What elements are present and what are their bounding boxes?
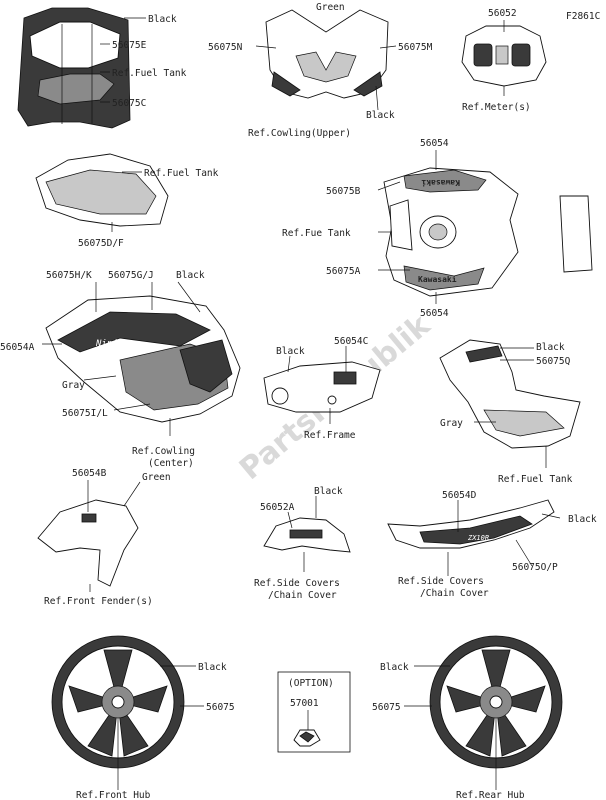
tank-cover-label-56075b: 56075B	[326, 186, 361, 197]
fuel-tank-top-label-56075e: 56075E	[112, 40, 147, 51]
tank-cover-label-56075a: 56075A	[326, 266, 361, 277]
side-cover-right-label-chain: /Chain Cover	[420, 588, 489, 599]
frame-group: 56054C Black Ref.Frame	[263, 336, 381, 441]
side-cover-center-label-chain: /Chain Cover	[268, 590, 337, 601]
side-cover-right-label-ref: Ref.Side Covers	[398, 576, 484, 587]
option-box-label-option: (OPTION)	[288, 678, 334, 689]
rear-wheel-label-56075: 56075	[372, 702, 401, 713]
side-cover-right-label-black: Black	[568, 514, 597, 525]
fuel-tank-top-group: Black 56075E Ref.Fuel Tank 56075C	[17, 7, 187, 129]
side-cover-right-logo: ZX10R	[467, 534, 489, 542]
fuel-tank-top-label-ref: Ref.Fuel Tank	[112, 68, 187, 79]
front-fender-label-green: Green	[142, 472, 171, 483]
cowling-upper-label-green: Green	[316, 2, 345, 13]
seat-cover-label-56075q: 56075Q	[536, 356, 571, 367]
rear-wheel-spokes	[446, 649, 546, 757]
frame-label-black: Black	[276, 346, 305, 357]
frame-label-56054c: 56054C	[334, 336, 368, 347]
cowling-upper-label-black: Black	[366, 110, 395, 121]
seat-cover-label-black: Black	[536, 342, 565, 353]
cowling-center-label-gray: Gray	[62, 380, 85, 391]
side-cover-right-label-56075op: 56075O/P	[512, 562, 558, 573]
cowling-upper-group: Green 56075N 56075M Black Ref.Cowling(Up…	[208, 2, 433, 139]
rear-wheel-group: Black 56075 Ref.Rear Hub	[372, 635, 563, 800]
cowling-upper-label-ref: Ref.Cowling(Upper)	[248, 128, 351, 139]
front-fender-label-56054b: 56054B	[72, 468, 107, 479]
side-cover-right-group: ZX10R 56054D Black 56075O/P Ref.Side Cov…	[387, 490, 597, 599]
front-wheel-label-ref: Ref.Front Hub	[76, 790, 151, 800]
side-cover-center-label-ref: Ref.Side Covers	[254, 578, 340, 589]
front-fender-group: 56054B Green Ref.Front Fender(s)	[37, 468, 171, 607]
fuel-tank-side-label-ref: Ref.Fuel Tank	[144, 168, 219, 179]
option-box	[277, 671, 351, 753]
cowling-center-label-56075hk: 56075H/K	[46, 270, 92, 281]
tank-cover-label-56054-top: 56054	[420, 138, 449, 149]
front-wheel-label-56075: 56075	[206, 702, 235, 713]
front-wheel-group: Black 56075 Ref.Front Hub	[51, 635, 235, 800]
cowling-center-label-center: (Center)	[148, 458, 194, 469]
cowling-center-label-56075il: 56075I/L	[62, 408, 108, 419]
seat-cover-group: Black 56075Q Gray Ref.Fuel Tank	[439, 339, 581, 485]
fuel-tank-top-label-56075c: 56075C	[112, 98, 146, 109]
rear-wheel-label-ref: Ref.Rear Hub	[456, 790, 525, 800]
cowling-upper-label-56075m: 56075M	[398, 42, 433, 53]
option-box-label-57001: 57001	[290, 698, 319, 709]
front-wheel-label-black: Black	[198, 662, 227, 673]
side-cover-center-label-black: Black	[314, 486, 343, 497]
cowling-center-label-ref: Ref.Cowling	[132, 446, 195, 457]
fuel-tank-top-label-black: Black	[148, 14, 177, 25]
cowling-center-label-56075gj: 56075G/J	[108, 270, 154, 281]
front-fender-label-ref: Ref.Front Fender(s)	[44, 596, 153, 607]
figure-code: F2861C	[566, 11, 600, 22]
seat-cover-label-gray: Gray	[440, 418, 463, 429]
rear-wheel-label-black: Black	[380, 662, 409, 673]
seat-cover-label-ref: Ref.Fuel Tank	[498, 474, 573, 485]
fuel-tank-side-group: Ref.Fuel Tank 56075D/F	[35, 153, 219, 249]
cowling-center-label-56054a: 56054A	[0, 342, 35, 353]
tank-cover-logo-bottom: Kawasaki	[418, 274, 457, 284]
side-cover-center-label-56052a: 56052A	[260, 502, 295, 513]
side-cover-right-label-56054d: 56054D	[442, 490, 477, 501]
frame-label-ref: Ref.Frame	[304, 430, 356, 441]
tank-cover-logo-top: Kawasaki	[421, 178, 460, 188]
tank-cover-label-ref: Ref.Fue Tank	[282, 228, 351, 239]
side-cover-center-group: Black 56052A Ref.Side Covers /Chain Cove…	[254, 486, 351, 601]
meter-label-56052: 56052	[488, 8, 517, 19]
cowling-center-label-black: Black	[176, 270, 205, 281]
meter-group: 56052 Ref.Meter(s)	[461, 8, 547, 113]
tank-cover-label-56054-bottom: 56054	[420, 308, 449, 319]
option-box-group: (OPTION) 57001	[277, 671, 351, 753]
meter-label-ref: Ref.Meter(s)	[462, 102, 531, 113]
tank-cover-group: Kawasaki Kawasaki 56054 56075B Ref.Fue T…	[282, 138, 593, 319]
cowling-center-logo: Ninja	[95, 339, 123, 349]
cowling-center-group: Ninja 56075H/K 56075G/J Black 56054A Gra…	[0, 270, 241, 469]
fuel-tank-side-label-56075df: 56075D/F	[78, 238, 124, 249]
cowling-upper-label-56075n: 56075N	[208, 42, 243, 53]
